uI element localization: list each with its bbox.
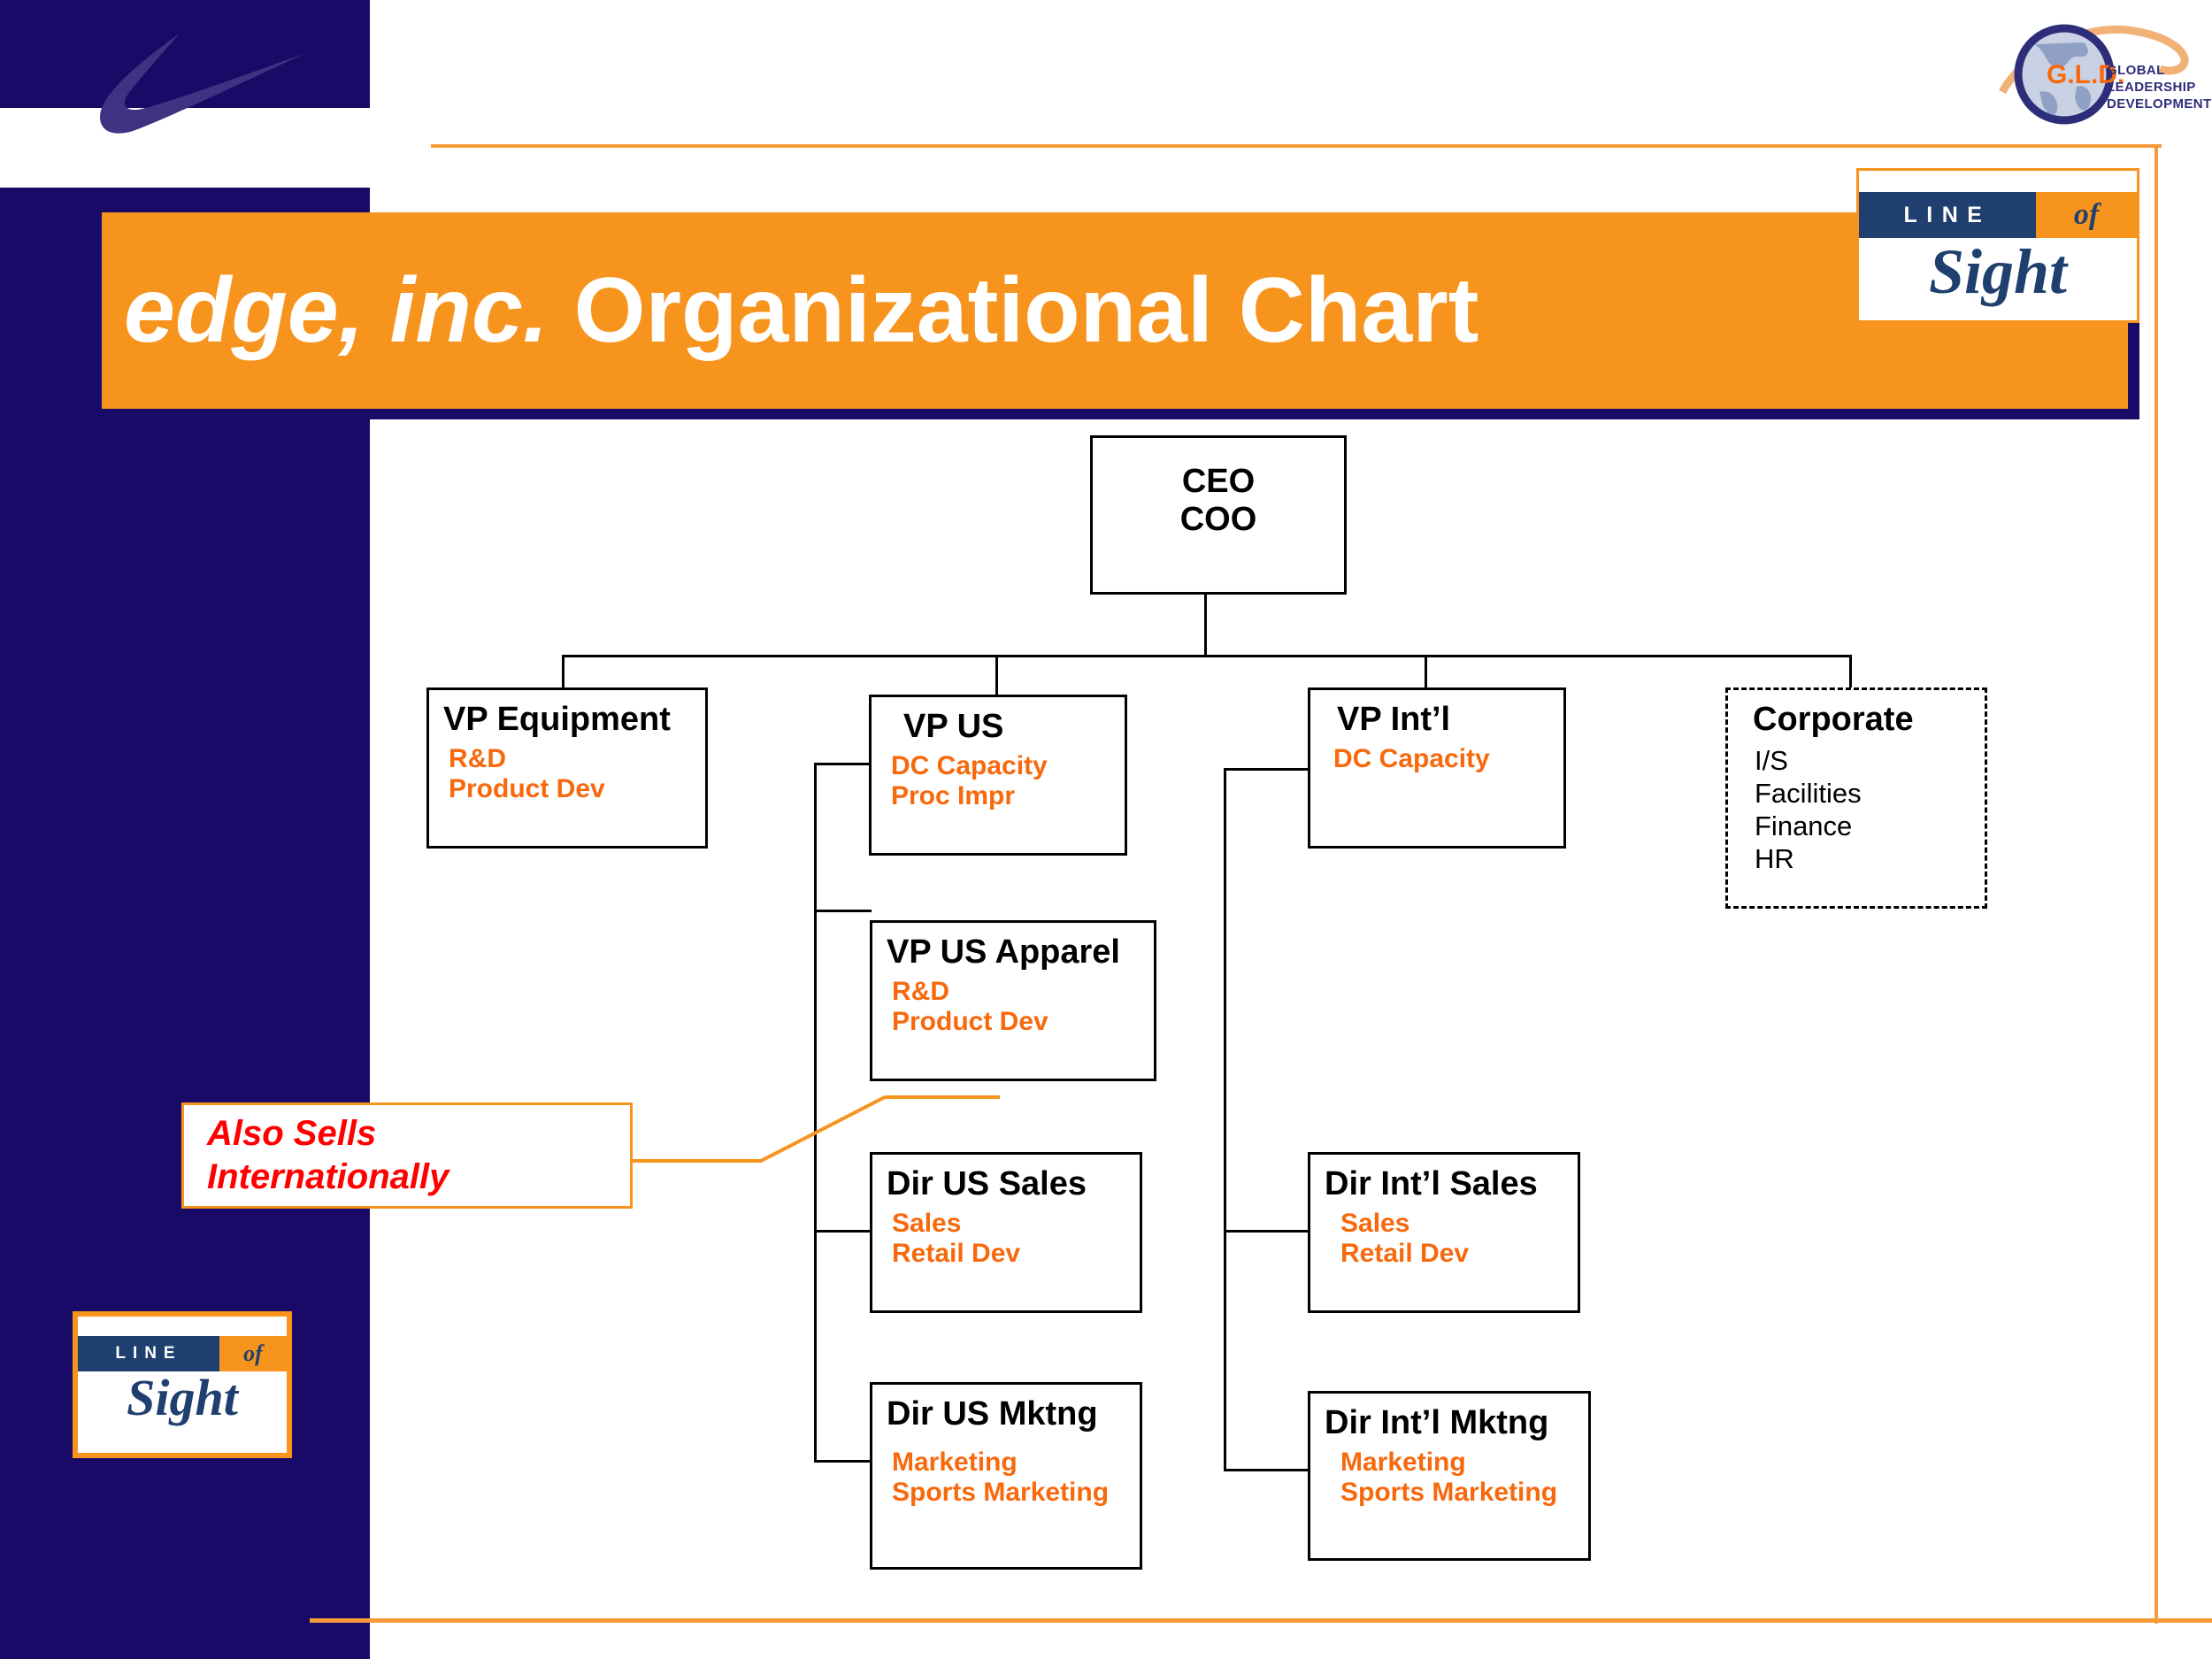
node-dir-intl-mktng[interactable]: Dir Int’l Mktng Marketing Sports Marketi… [1308,1391,1591,1561]
node-subitem: R&D [449,743,506,773]
node-title: Dir Int’l Sales [1325,1165,1538,1202]
connector-drop-equip [562,655,565,687]
node-subitem: Retail Dev [892,1239,1021,1269]
connector-us-to-apparel [814,910,872,912]
title-bar: edge, inc. Organizational Chart [102,212,2128,409]
node-subitem: Sports Marketing [1340,1478,1558,1508]
callout-also-sells-internationally[interactable]: Also Sells Internationally [181,1102,633,1209]
connector-us-trunk [814,763,817,1462]
connector-us-to-vpus [814,763,872,765]
los-sight-word: Sight [1928,236,2068,307]
node-title: Dir Int’l Mktng [1325,1404,1549,1441]
node-dir-us-sales[interactable]: Dir US Sales Sales Retail Dev [870,1152,1142,1313]
gld-logo: G.L.D. GLOBAL LEADERSHIP DEVELOPMENT [1995,11,2212,143]
node-title: VP Equipment [443,701,671,738]
node-corporate[interactable]: Corporate I/S Facilities Finance HR [1725,687,1987,909]
node-subitem: Marketing [892,1447,1018,1477]
connector-ceo-stem [1204,592,1207,656]
gld-expansion-text: GLOBAL LEADERSHIP DEVELOPMENT [2107,63,2212,112]
line-of-sight-logo-header: LINE of Sight [1856,168,2139,323]
connector-drop-vpintl [1425,655,1427,687]
node-subitem: Proc Impr [891,781,1016,811]
node-vp-us-apparel[interactable]: VP US Apparel R&D Product Dev [870,920,1156,1081]
los-of-word: of [219,1336,287,1371]
node-subitem: Product Dev [892,1007,1048,1037]
connector-drop-vpus [995,655,998,695]
node-vp-intl[interactable]: VP Int’l DC Capacity [1308,687,1566,849]
los-line-word: LINE [1859,192,2036,238]
node-title: VP US Apparel [887,933,1120,971]
navy-header-band [0,0,370,108]
node-subitem: Sales [1340,1208,1410,1238]
los-line-word: LINE [78,1336,219,1371]
callout-leader-line [628,1095,1000,1163]
node-subitem: Finance [1755,810,1853,841]
node-subitem: DC Capacity [891,750,1048,780]
orange-rule-bottom [310,1618,2212,1623]
node-ceo[interactable]: CEO COO [1090,435,1347,595]
page-title-rest: Organizational Chart [548,259,1479,362]
connector-intl-to-mktng [1224,1469,1308,1471]
node-title: Dir US Mktng [887,1395,1098,1432]
node-subitem: DC Capacity [1333,743,1490,773]
node-title: Corporate [1753,701,1914,738]
svg-text:G.L.D.: G.L.D. [2047,60,2124,89]
node-title: VP US [903,708,1004,745]
node-subitem: Marketing [1340,1447,1466,1477]
los-sight-word: Sight [127,1369,238,1426]
los-of-word: of [2036,192,2137,238]
node-vp-us[interactable]: VP US DC Capacity Proc Impr [869,695,1127,856]
node-dir-intl-sales[interactable]: Dir Int’l Sales Sales Retail Dev [1308,1152,1580,1313]
node-subitem: Facilities [1755,777,1862,809]
node-subitem: HR [1755,843,1794,875]
connector-intl-to-vpintl [1224,768,1308,771]
node-subitem: Sales [892,1208,962,1238]
connector-drop-corp [1849,655,1852,687]
node-title: VP Int’l [1337,701,1451,738]
node-subitem: Sports Marketing [892,1478,1110,1508]
nike-swoosh-icon [100,34,305,134]
connector-us-to-mktng [814,1460,872,1463]
node-subitem: Retail Dev [1340,1239,1470,1269]
connector-intl-trunk [1224,768,1226,1471]
line-of-sight-logo-footer: LINE of Sight [73,1311,292,1458]
connector-level1-bus [562,655,1852,657]
globe-icon: G.L.D. [1999,24,2189,125]
node-subitem: R&D [892,976,949,1006]
connector-us-to-sales [814,1230,872,1233]
node-subitem: I/S [1755,744,1788,776]
page-title: edge, inc. Organizational Chart [124,265,1479,357]
callout-text: Also Sells Internationally [207,1114,449,1196]
node-vp-equipment[interactable]: VP Equipment R&D Product Dev [426,687,708,849]
orange-rule-vertical [2154,144,2158,1624]
node-subitem: Product Dev [449,774,605,804]
orange-rule-top [431,144,2162,148]
node-dir-us-mktng[interactable]: Dir US Mktng Marketing Sports Marketing [870,1382,1142,1570]
node-title: Dir US Sales [887,1165,1087,1202]
page-title-emphasis: edge, inc. [124,259,549,362]
connector-intl-to-sales [1224,1230,1308,1233]
node-title: CEO COO [1179,463,1257,538]
